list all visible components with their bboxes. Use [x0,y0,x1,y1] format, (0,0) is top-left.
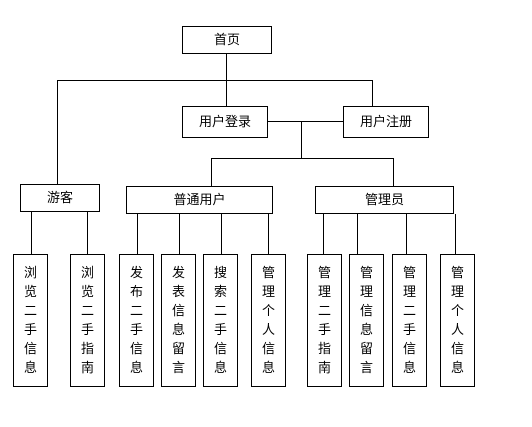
node-user-search-info: 搜索二手信息 [203,254,238,387]
node-guest: 游客 [20,184,100,212]
node-user-register: 用户注册 [343,106,429,138]
node-admin-manage-info: 管理二手信息 [392,254,427,387]
node-admin: 管理员 [315,186,454,214]
node-admin-manage-profile: 管理个人信息 [440,254,475,387]
node-guest-browse-info: 浏览二手信息 [13,254,48,387]
node-guest-browse-guide: 浏览二手指南 [70,254,105,387]
node-regular-user: 普通用户 [126,186,273,214]
node-user-publish-info: 发布二手信息 [119,254,154,387]
node-admin-manage-guide: 管理二手指南 [307,254,342,387]
node-user-manage-profile: 管理个人信息 [251,254,286,387]
node-user-login: 用户登录 [182,106,268,138]
node-home: 首页 [182,26,272,54]
node-admin-manage-messages: 管理信息留言 [349,254,384,387]
node-user-post-message: 发表信息留言 [161,254,196,387]
